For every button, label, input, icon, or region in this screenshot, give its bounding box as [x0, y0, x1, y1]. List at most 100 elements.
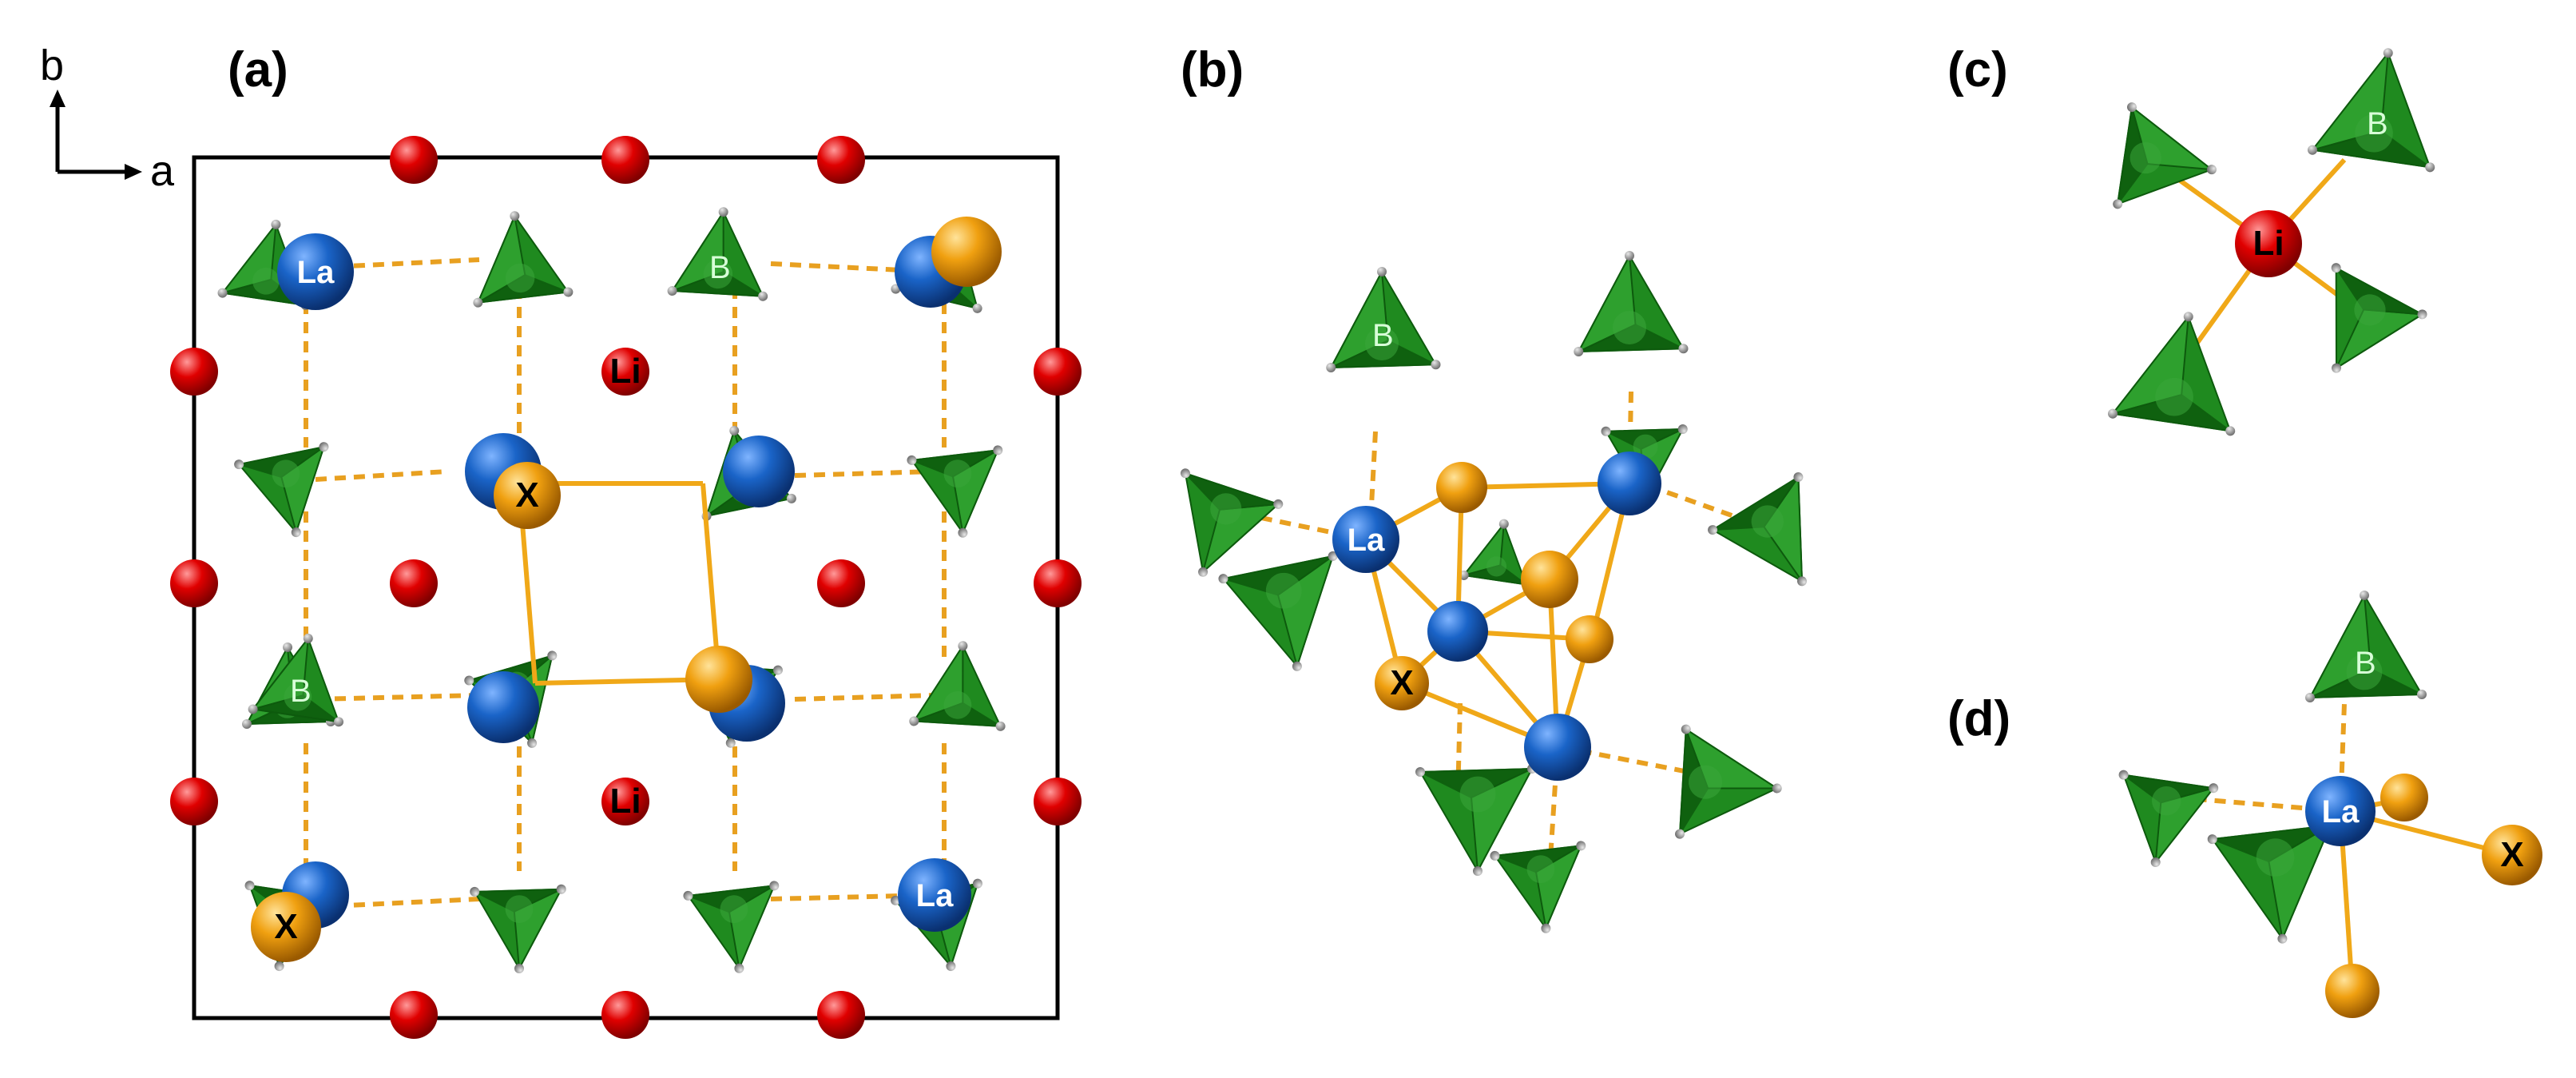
vertex-atom: [2417, 309, 2427, 320]
tetra-center: [2355, 113, 2393, 153]
li-atom: [601, 348, 649, 396]
vertex-atom: [758, 291, 768, 301]
vertex-atom: [1473, 866, 1482, 876]
borate-tetrahedron: [1675, 724, 1782, 839]
vertex-atom: [2307, 145, 2317, 155]
x-atom: [1521, 551, 1578, 608]
tetra-center: [1365, 327, 1399, 360]
tetra-center: [1486, 556, 1507, 577]
vertex-atom: [909, 716, 919, 726]
x-atom: [2325, 964, 2380, 1018]
atom-label-b: B: [290, 674, 312, 709]
li-atom: [170, 559, 218, 607]
la-atom: [2305, 776, 2376, 846]
li-atom: [1034, 348, 1082, 396]
borate-tetrahedron: [1326, 267, 1441, 372]
vertex-atom: [2118, 770, 2129, 780]
borate-tetrahedron: [2207, 820, 2336, 944]
borate-tetrahedron: [2113, 102, 2217, 209]
vertex-atom: [995, 721, 1006, 731]
borate-tetrahedron: [248, 633, 344, 727]
vertex-atom: [514, 964, 524, 973]
axis-label-b: b: [40, 42, 64, 90]
vertex-atom: [972, 303, 982, 313]
vertex-atom: [1415, 767, 1425, 777]
atom-label-la: La: [297, 255, 335, 290]
borate-tetrahedron: [1415, 764, 1537, 876]
vertex-atom: [718, 207, 728, 217]
vertex-atom: [2277, 933, 2288, 944]
vertex-atom: [283, 642, 292, 652]
vertex-atom: [786, 493, 796, 503]
li-atom: [601, 136, 649, 184]
x-atom: [685, 646, 752, 713]
tetra-center: [1210, 493, 1242, 525]
vertex-atom: [725, 738, 736, 748]
vertex-atom: [1576, 841, 1586, 851]
vertex-atom: [563, 287, 574, 297]
li-atom: [390, 136, 438, 184]
tetra-center: [272, 459, 300, 488]
tetra-center: [2354, 294, 2386, 326]
li-atom: [817, 559, 865, 607]
tetra-face: [1712, 476, 1800, 531]
borate-tetrahedron: [1459, 519, 1531, 590]
vertex-atom: [2360, 591, 2369, 600]
atom-label-x: X: [274, 907, 297, 946]
tetra-center: [943, 690, 972, 719]
panel-c-structure: BLi: [2107, 48, 2435, 436]
vertex-atom: [1601, 426, 1611, 436]
vertex-atom: [248, 704, 258, 714]
li-atom: [170, 348, 218, 396]
tetra-center: [1633, 434, 1658, 459]
tetra-center: [703, 259, 733, 289]
atom-label-x: X: [2500, 835, 2523, 874]
vertex-atom: [2383, 48, 2393, 58]
x-atom: [931, 217, 1002, 287]
vertex-atom: [1541, 923, 1551, 933]
vertex-atom: [274, 961, 284, 972]
dashed-bond: [794, 693, 935, 702]
li-atom: [601, 778, 649, 825]
vertex-atom: [234, 459, 244, 470]
vertex-atom: [2225, 426, 2236, 436]
vertex-atom: [1498, 519, 1509, 529]
vertex-atom: [470, 886, 480, 897]
vertex-atom: [1625, 251, 1634, 261]
vertex-atom: [527, 738, 538, 748]
atom-label-li: Li: [609, 782, 641, 821]
vertex-atom: [1681, 724, 1691, 734]
vertex-atom: [1328, 551, 1338, 561]
vertex-atom: [907, 455, 917, 465]
vertex-atom: [464, 675, 474, 686]
tetra-center: [1613, 311, 1646, 344]
borate-tetrahedron: [667, 207, 768, 301]
x-atom: [494, 462, 561, 529]
vertex-atom: [2209, 783, 2219, 794]
li-atom: [1034, 559, 1082, 607]
li-atom: [170, 778, 218, 825]
la-atom: [1427, 601, 1488, 662]
vertex-atom: [1675, 829, 1685, 839]
vertex-atom: [2331, 263, 2341, 273]
vertex-atom: [2107, 408, 2118, 419]
vertex-atom: [1490, 850, 1500, 861]
la-atom: [467, 671, 539, 743]
tetra-center: [505, 895, 534, 923]
vertex-atom: [769, 881, 780, 891]
borate-tetrahedron: [2107, 312, 2236, 436]
vertex-atom: [734, 963, 744, 973]
li-atom: [2235, 210, 2302, 277]
la-atom: [723, 436, 795, 507]
borate-tetrahedron: [1180, 468, 1284, 577]
vertex-atom: [2425, 162, 2435, 173]
vertex-atom: [319, 442, 329, 452]
tetra-center: [1689, 765, 1723, 799]
borate-tetrahedron: [1490, 841, 1586, 933]
vertex-atom: [291, 527, 301, 538]
borate-tetrahedron: [473, 211, 574, 308]
borate-tetrahedron: [1218, 551, 1338, 671]
x-atom: [2380, 774, 2428, 821]
